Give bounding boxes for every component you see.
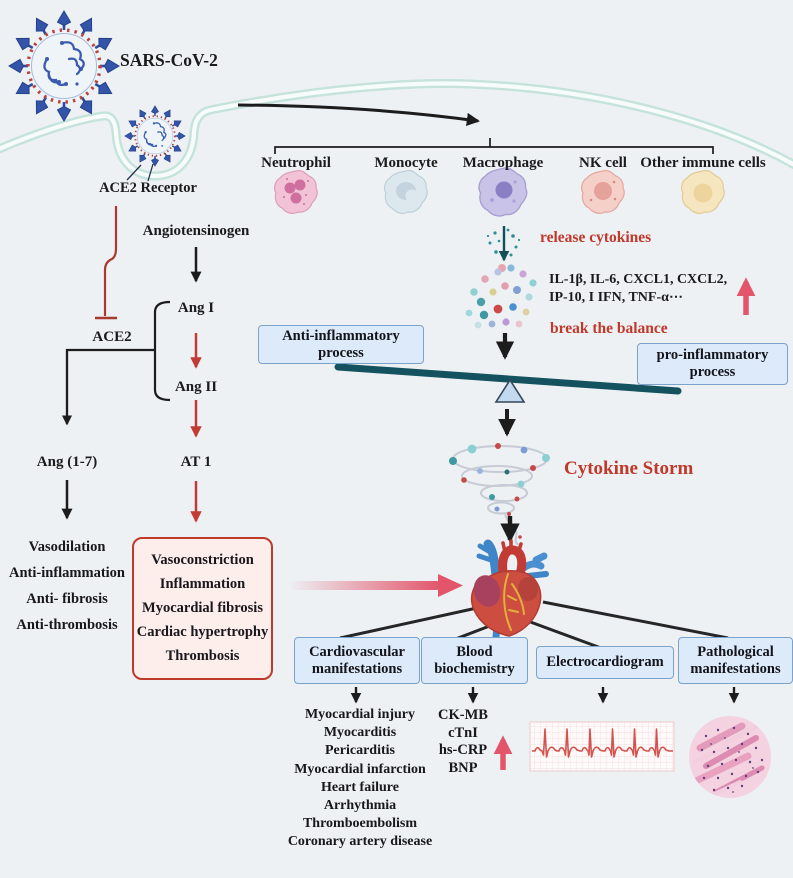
cell-membrane	[0, 79, 793, 181]
biomarkers-list: CK-MB cTnI hs-CRP BNP	[428, 707, 498, 778]
break-balance-label: break the balance	[550, 320, 668, 337]
angiotensinogen-label: Angiotensinogen	[142, 223, 250, 239]
cytokines-list: IL-1β, IL-6, CXCL1, CXCL2, IP-10, I IFN,…	[549, 271, 727, 306]
other-immune-cells-label: Other immune cells	[640, 155, 766, 171]
cytokine-release-arrow	[486, 226, 521, 262]
list-item: hs-CRP	[438, 742, 488, 759]
list-item: Vasoconstriction	[151, 552, 254, 568]
list-item: CK-MB	[438, 707, 488, 723]
list-item: Thrombosis	[165, 648, 240, 664]
list-item: Myocarditis	[323, 725, 397, 741]
cytokine-cluster-icon	[465, 264, 537, 329]
heart-icon	[470, 539, 549, 654]
cytokines-line-1: IL-1β, IL-6, CXCL1, CXCL2,	[549, 272, 728, 287]
virus-label: SARS-CoV-2	[120, 50, 218, 70]
list-item: Myocardial injury	[304, 707, 416, 722]
list-item: BNP	[448, 760, 478, 777]
macrophage-icon	[478, 167, 528, 217]
electrocardiogram-box: Electrocardiogram	[536, 646, 674, 679]
release-cytokines-label: release cytokines	[540, 229, 652, 246]
box-line: Pathological	[697, 643, 774, 660]
cardiovascular-list: Myocardial injury Myocarditis Pericardit…	[278, 706, 442, 852]
list-item: Inflammation	[159, 576, 246, 592]
ace2-label: ACE2	[92, 329, 132, 345]
box-line: manifestations	[311, 660, 403, 677]
entry-to-immune-arrow	[237, 103, 480, 126]
box-line: manifestations	[690, 660, 781, 677]
adverse-effects-box: Vasoconstriction Inflammation Myocardial…	[132, 537, 273, 680]
ace2-inhibition-line	[95, 206, 118, 320]
pathological-manifestations-box: Pathological manifestations	[678, 637, 793, 684]
neutrophil-label: Neutrophil	[261, 155, 331, 171]
box-line: Anti-inflammatory	[282, 327, 400, 344]
other-immune-cell-icon	[680, 169, 725, 215]
immune-cells-bracket	[274, 138, 714, 154]
monocyte-icon	[383, 169, 428, 215]
cytokine-storm-label: Cytokine Storm	[564, 458, 694, 479]
list-item: Thromboembolism	[302, 816, 418, 832]
box-line: process	[318, 344, 364, 361]
neutrophil-icon	[273, 169, 318, 215]
list-item: Vasodilation	[28, 539, 106, 555]
nk-cell-icon	[580, 169, 625, 215]
ang-1-7-label: Ang (1-7)	[36, 454, 98, 470]
box-line: Electrocardiogram	[546, 654, 664, 671]
pro-inflammatory-box: pro-inflammatory process	[637, 343, 788, 385]
box-line: Cardiovascular	[309, 643, 405, 660]
ace2-to-ang17-arrow	[61, 348, 155, 426]
cardiovascular-manifestations-box: Cardiovascular manifestations	[294, 637, 420, 684]
box-line: biochemistry	[434, 660, 515, 677]
balance-fulcrum	[494, 378, 526, 403]
sars-cov-2-virus-icon	[9, 11, 119, 121]
box-line: Blood	[456, 643, 493, 660]
virus-entering-receptor-icon	[125, 106, 186, 182]
list-item: Myocardial infarction	[294, 761, 426, 777]
anti-inflammatory-box: Anti-inflammatory process	[258, 325, 424, 364]
list-item: Anti-thrombosis	[16, 617, 118, 633]
box-line: process	[689, 364, 736, 380]
monocyte-label: Monocyte	[374, 155, 438, 171]
histology-image	[689, 716, 771, 798]
list-item: Pericarditis	[325, 743, 395, 759]
cytokine-storm-icon	[449, 443, 550, 546]
box-line: pro-inflammatory	[656, 347, 769, 364]
adverse-to-heart-arrow	[288, 574, 463, 597]
list-item: Cardiac hypertrophy	[136, 624, 269, 640]
ang-i-label: Ang I	[177, 300, 215, 316]
ecg-trace-image	[529, 721, 675, 772]
cytokines-line-2: IP-10, I IFN, TNF-α⋯	[549, 289, 683, 305]
category-down-arrows	[350, 687, 740, 704]
ace2-receptor-label: ACE2 Receptor	[99, 180, 197, 196]
list-item: Arrhythmia	[323, 797, 397, 813]
list-item: cTnI	[448, 724, 478, 741]
macrophage-label: Macrophage	[462, 155, 544, 171]
list-item: Anti- fibrosis	[26, 591, 108, 607]
nk-cell-label: NK cell	[579, 155, 627, 171]
list-item: Coronary artery disease	[287, 834, 433, 850]
at-1-label: AT 1	[180, 454, 212, 470]
list-item: Heart failure	[321, 779, 399, 795]
protective-effects-list: Vasodilation Anti-inflammation Anti- fib…	[0, 539, 134, 634]
list-item: Myocardial fibrosis	[142, 600, 263, 616]
balance-beam	[334, 363, 682, 395]
list-item: Anti-inflammation	[9, 565, 125, 581]
ang-ii-label: Ang II	[174, 379, 218, 395]
blood-biochemistry-box: Blood biochemistry	[421, 637, 528, 684]
